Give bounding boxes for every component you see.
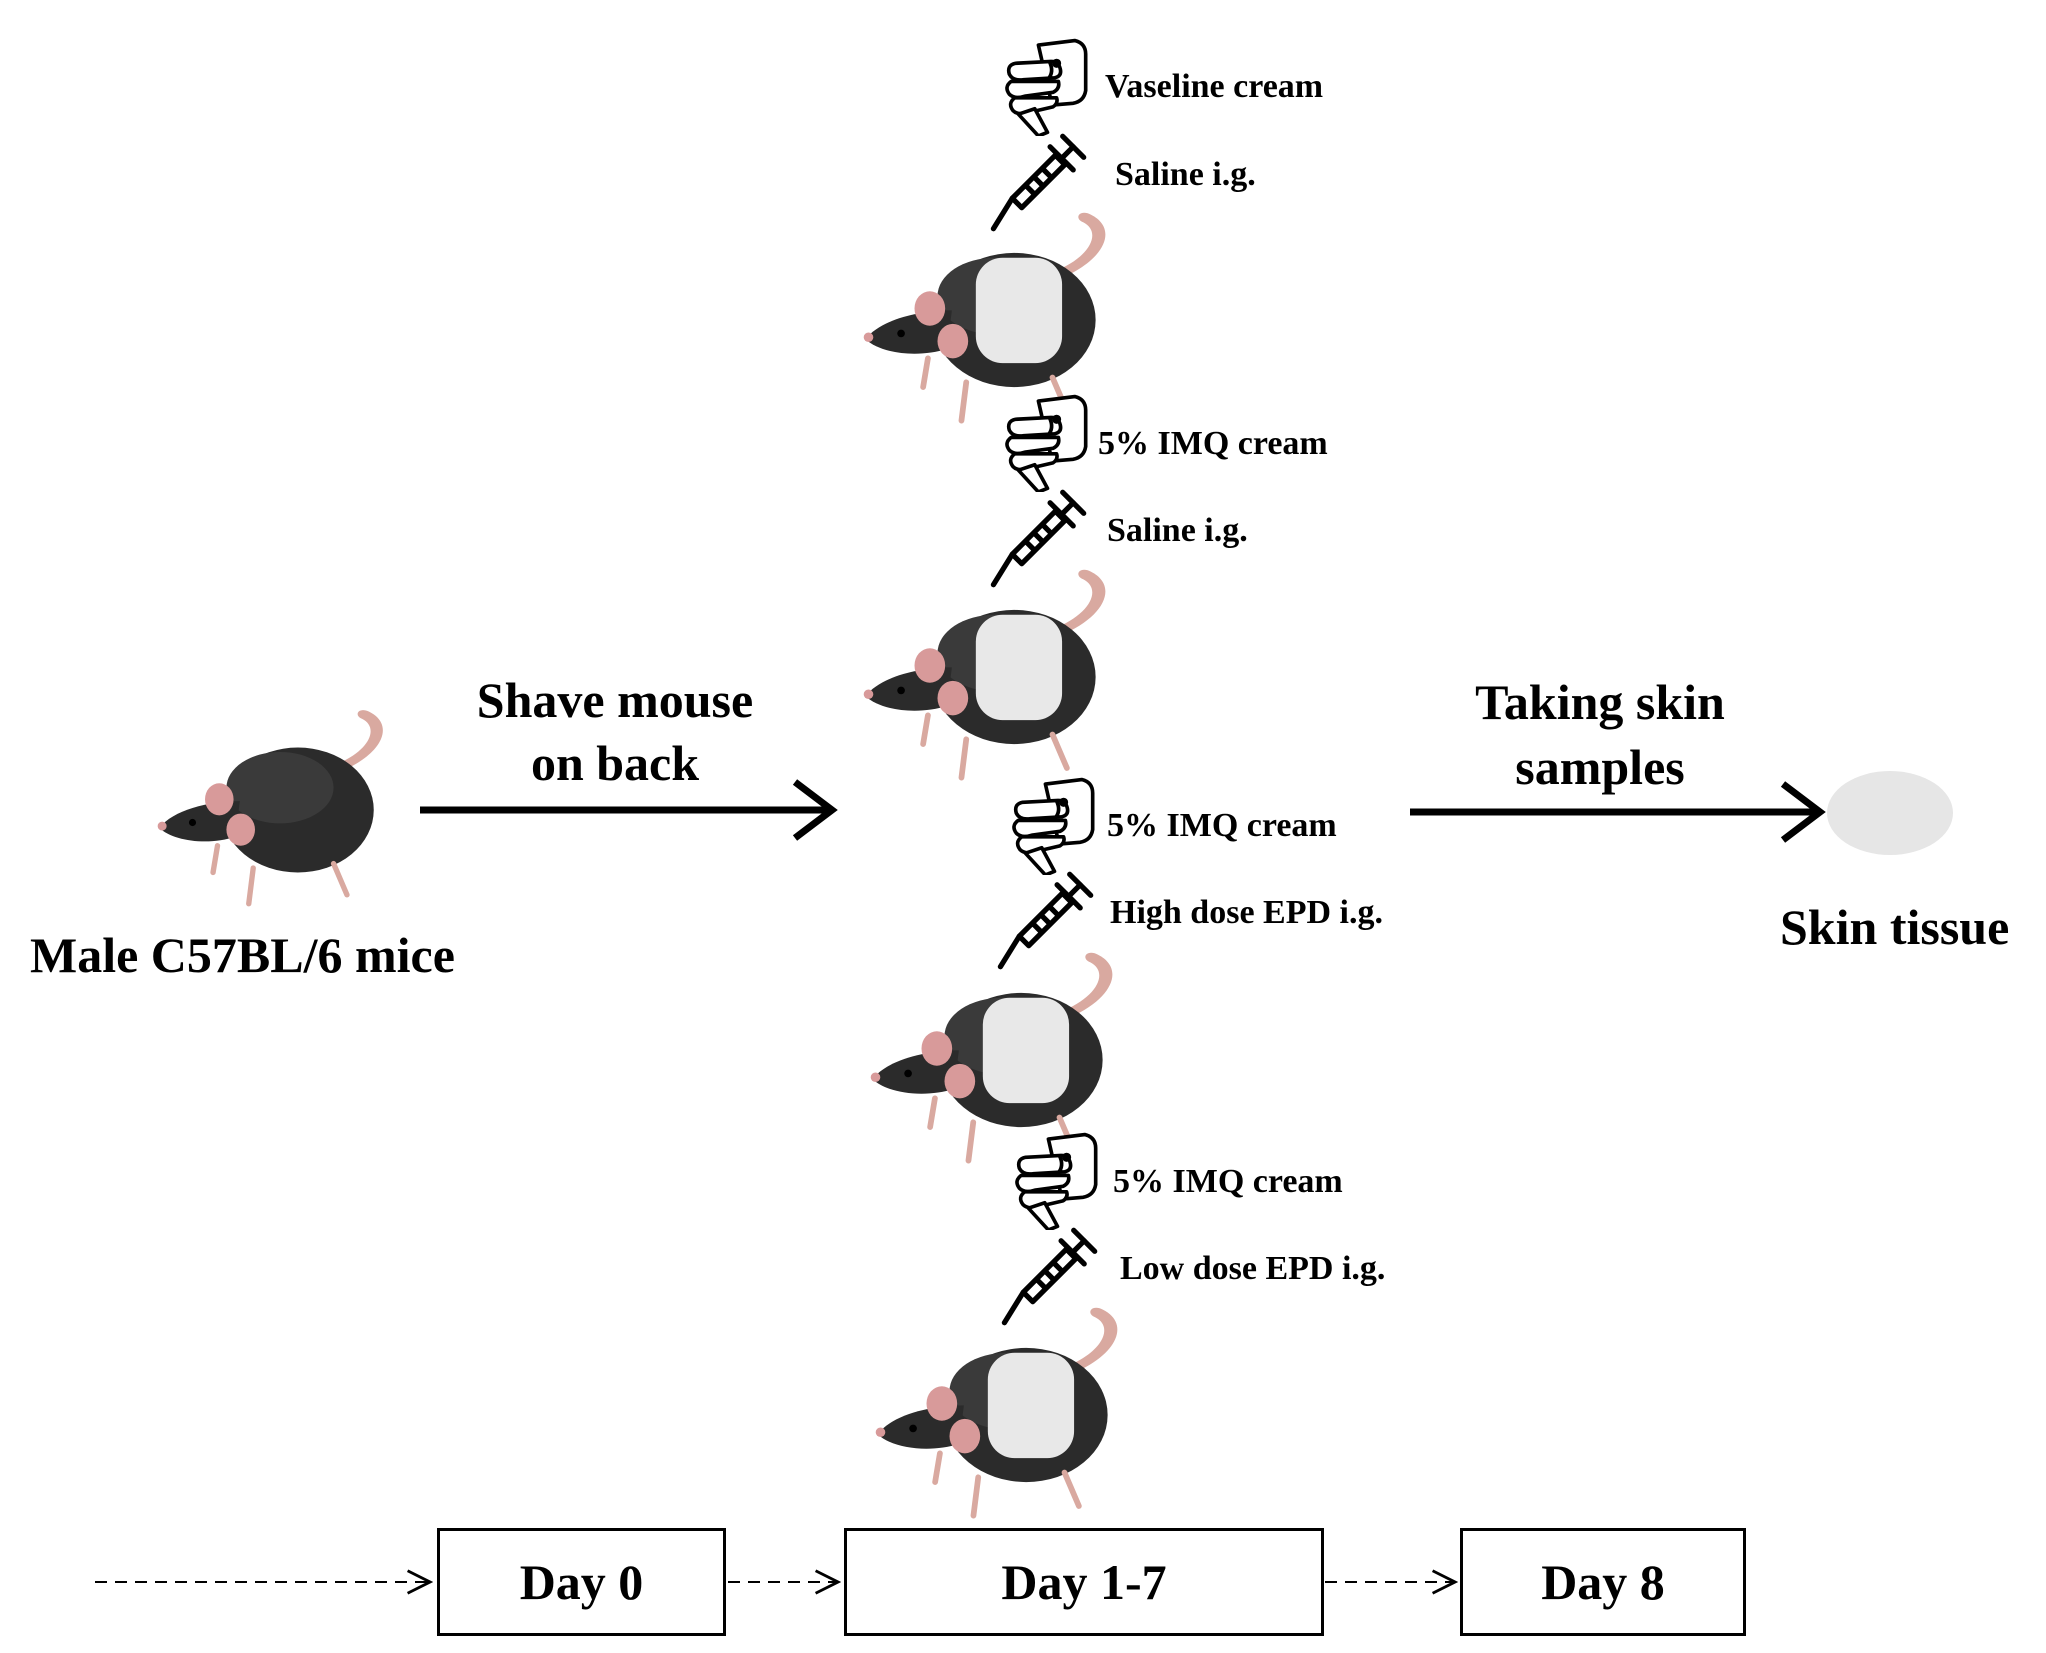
- syringe-icon: [993, 492, 1083, 584]
- syringe-icon: [1004, 1230, 1094, 1322]
- syringe-icon: [993, 136, 1083, 228]
- group-3-cream-label: 5% IMQ cream: [1107, 807, 1337, 844]
- end-label: Skin tissue: [1780, 899, 2010, 955]
- group-4-cream-label: 5% IMQ cream: [1113, 1163, 1343, 1200]
- group-4: [876, 1132, 1118, 1516]
- group-1-cream-label: Vaseline cream: [1105, 68, 1324, 105]
- group-2-oral-label: Saline i.g.: [1107, 512, 1248, 549]
- group-2: [864, 394, 1106, 778]
- shave-label-line1: Shave mouse: [476, 672, 754, 728]
- group-1-oral-label: Saline i.g.: [1115, 156, 1256, 193]
- timeline-day-1-7: Day 1-7: [844, 1528, 1324, 1636]
- sample-label-line2: samples: [1515, 739, 1685, 795]
- mouse-icon: [158, 710, 383, 904]
- shave-label-line2: on back: [530, 735, 700, 791]
- group-2-cream-label: 5% IMQ cream: [1098, 425, 1328, 462]
- group-4-oral-label: Low dose EPD i.g.: [1120, 1250, 1386, 1287]
- sample-arrowhead: [1780, 781, 1826, 843]
- hand-cream-icon: [1005, 38, 1088, 136]
- timeline-day-8: Day 8: [1460, 1528, 1746, 1636]
- group-3-oral-label: High dose EPD i.g.: [1110, 894, 1383, 931]
- hand-cream-icon: [1012, 777, 1095, 875]
- sample-label-line1: Taking skin: [1475, 674, 1725, 730]
- timeline-day-0: Day 0: [437, 1528, 726, 1636]
- group-1: [864, 38, 1106, 421]
- syringe-icon: [1000, 874, 1090, 966]
- mouse-icon: [871, 953, 1113, 1161]
- hand-cream-icon: [1005, 394, 1088, 492]
- shave-arrowhead: [792, 779, 838, 841]
- hand-cream-icon: [1015, 1132, 1098, 1230]
- mouse-icon: [864, 570, 1106, 778]
- mouse-icon: [876, 1308, 1118, 1516]
- group-3: [871, 777, 1113, 1161]
- mouse-icon: [864, 213, 1106, 421]
- start-label: Male C57BL/6 mice: [30, 927, 455, 983]
- skin-tissue-icon: [1827, 771, 1953, 855]
